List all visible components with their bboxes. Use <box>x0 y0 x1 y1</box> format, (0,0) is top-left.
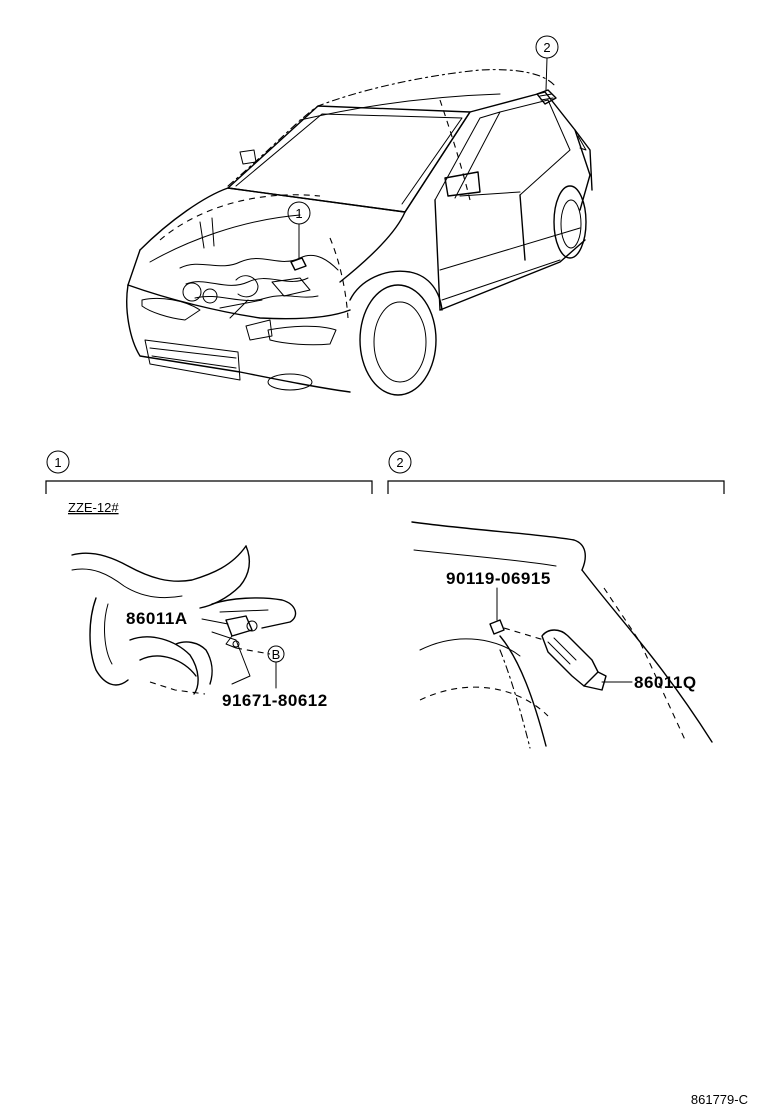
part-number-86011a[interactable]: 86011A <box>126 609 188 628</box>
overview-callout-1[interactable]: 1 <box>287 201 311 225</box>
callout-leader-2 <box>545 57 548 91</box>
callout-label: 2 <box>543 40 550 55</box>
part-number-91671-80612[interactable]: 91671-80612 <box>222 691 328 710</box>
callout-label: 1 <box>295 206 302 221</box>
detail-1-number: 1 <box>54 455 61 470</box>
detail-2-header: 2 <box>387 450 725 494</box>
diagram-id: 861779-C <box>691 1092 748 1107</box>
detail-2-bracket <box>387 480 725 494</box>
bolt-reference-b[interactable]: B <box>267 645 285 663</box>
car-overview-illustration <box>126 69 593 396</box>
detail-2-circle <box>388 450 412 474</box>
detail-1-circle <box>46 450 70 474</box>
part-number-90119-06915[interactable]: 90119-06915 <box>446 569 551 588</box>
detail-1-illustration <box>71 545 297 695</box>
detail-2-illustration <box>411 521 713 749</box>
overview-callout-2[interactable]: 2 <box>535 35 559 59</box>
leader-86011a <box>201 618 229 625</box>
detail-1-header: 1 <box>45 450 373 494</box>
part-number-86011q[interactable]: 86011Q <box>634 673 697 692</box>
detail-2-number: 2 <box>396 455 403 470</box>
variant-label: ZZE-12# <box>68 500 119 515</box>
detail-1-bracket <box>45 480 373 494</box>
ref-label: B <box>272 647 281 662</box>
